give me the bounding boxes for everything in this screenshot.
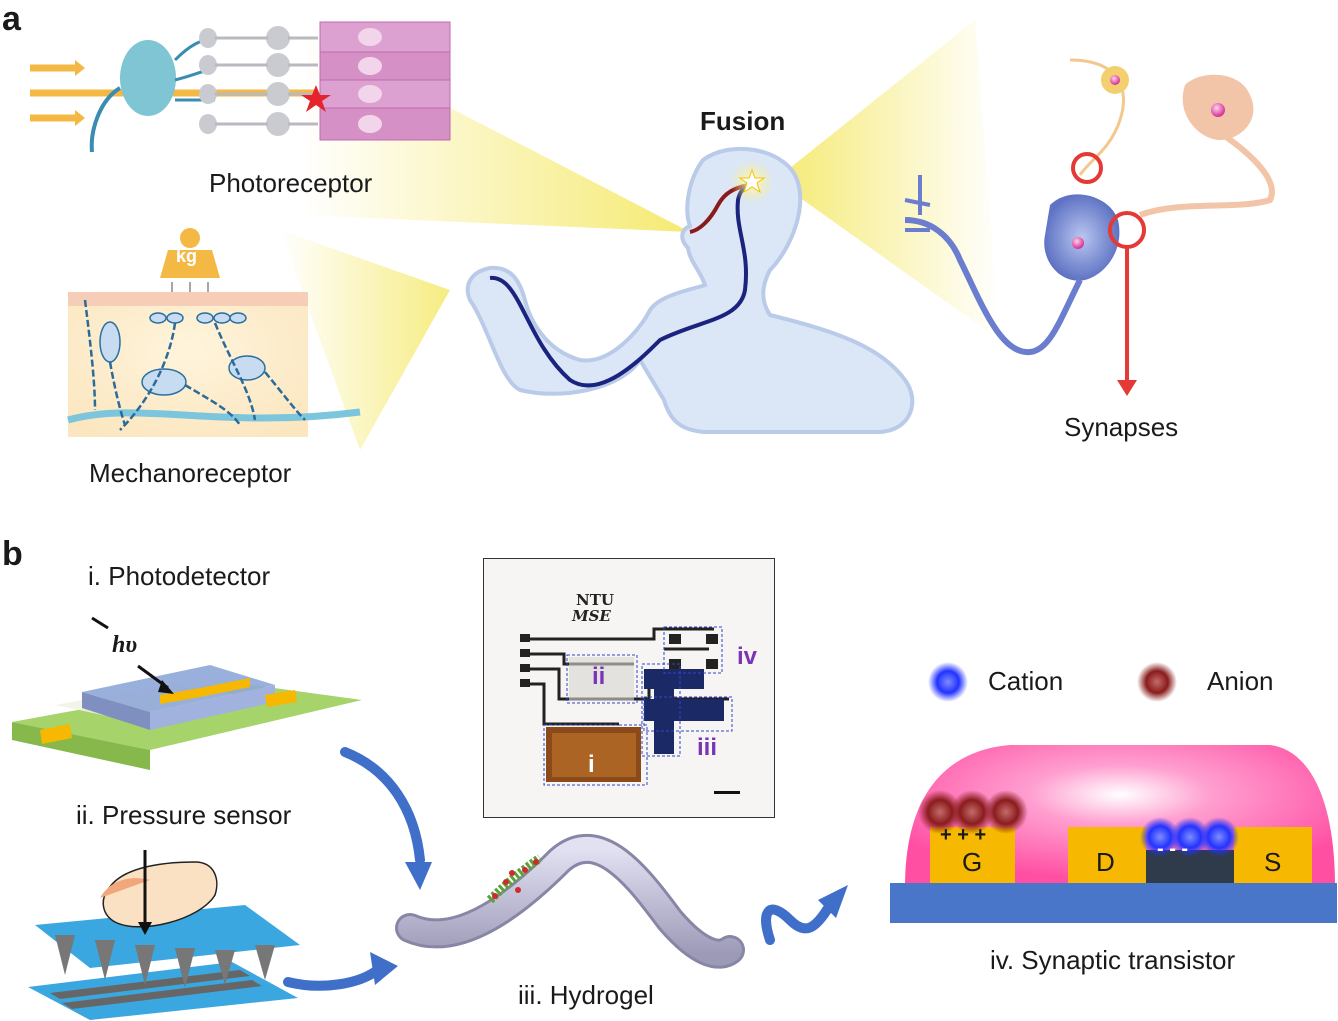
synapses-label: Synapses xyxy=(1064,412,1179,442)
synaptic-transistor xyxy=(890,745,1337,923)
photo-region-iii: iii xyxy=(697,734,718,761)
small-neuron xyxy=(1101,66,1129,94)
mechanoreceptor-label: Mechanoreceptor xyxy=(89,458,292,488)
pressure-arrow-icon xyxy=(138,922,152,935)
panel-letter-b: b xyxy=(2,535,23,573)
kg-weight-icon xyxy=(160,228,220,292)
synapse-arrow-icon xyxy=(1117,380,1137,396)
gate-electrode xyxy=(930,827,1015,883)
skin-illustration xyxy=(67,228,361,437)
scale-bar xyxy=(714,791,740,794)
device-photo: NTU MSE i ii iii iv xyxy=(483,558,775,818)
gate-charge-label: + + + xyxy=(940,824,987,846)
tactile-nerve-path xyxy=(489,183,753,388)
cation-legend-icon xyxy=(928,662,968,702)
photo-region-ii: ii xyxy=(592,663,606,690)
photo-logo-bottom: MSE xyxy=(572,607,611,625)
gate-label: G xyxy=(962,847,983,877)
activation-star-icon xyxy=(301,85,331,112)
synapse-light-beam xyxy=(775,20,1000,340)
hydrogel-fiber xyxy=(395,833,745,969)
photodetector-device xyxy=(12,665,362,770)
mechanoreceptor-light-beam xyxy=(280,230,450,450)
anion-legend-label: Anion xyxy=(1207,666,1274,696)
synapse-marker-1 xyxy=(1071,152,1103,184)
weight-label: kg xyxy=(176,246,198,266)
human-figure xyxy=(465,146,915,434)
light-energy-label: hυ xyxy=(112,632,138,658)
fusion-label: Fusion xyxy=(700,106,786,136)
pressure-sensor-device xyxy=(28,850,300,1020)
substrate xyxy=(890,883,1337,923)
drain-label: D xyxy=(1096,847,1115,877)
large-neuron xyxy=(1182,74,1254,140)
channel-charge-label: - - - xyxy=(1157,838,1189,860)
synaptic-transistor-label: iv. Synaptic transistor xyxy=(990,945,1236,975)
pressure-sensor-label: ii. Pressure sensor xyxy=(76,800,292,830)
photoreceptor-label: Photoreceptor xyxy=(209,168,373,198)
anion-legend-icon xyxy=(1137,662,1177,702)
photo-region-iv: iv xyxy=(737,643,758,670)
arrow-to-hydrogel-2 xyxy=(370,952,398,985)
source-label: S xyxy=(1264,847,1282,877)
blue-neuron xyxy=(904,175,1120,356)
arrow-to-transistor xyxy=(818,885,848,918)
source-electrode xyxy=(1234,827,1312,883)
panel-letter-a: a xyxy=(2,0,21,38)
retina-illustration xyxy=(30,21,451,153)
fusion-star-icon xyxy=(738,168,766,194)
cation-legend-label: Cation xyxy=(988,666,1064,696)
neuron-illustration xyxy=(904,58,1275,396)
drain-electrode xyxy=(1068,827,1146,883)
hydrogel-label: iii. Hydrogel xyxy=(518,980,654,1010)
arrow-to-hydrogel-1 xyxy=(405,862,432,890)
photodetector-label: i. Photodetector xyxy=(88,561,271,591)
light-arrow-icon xyxy=(158,680,174,694)
photo-logo-top: NTU xyxy=(576,591,614,609)
photo-region-i: i xyxy=(588,751,595,778)
